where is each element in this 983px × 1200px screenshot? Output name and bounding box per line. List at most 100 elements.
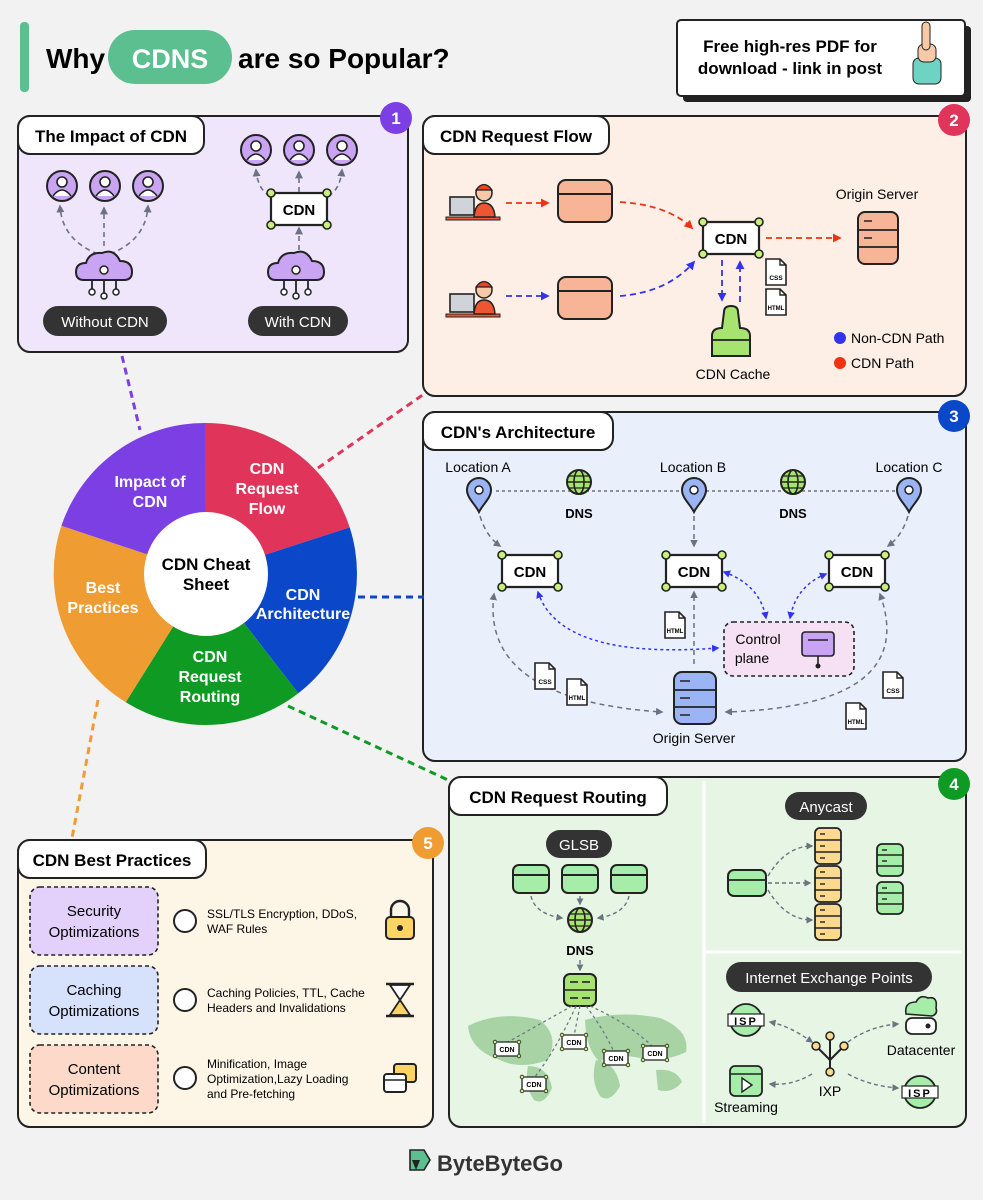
wheel-impact-line1: Impact of [114, 474, 186, 491]
ixp-hub-icon [811, 1031, 849, 1077]
badge-3 [938, 400, 970, 432]
panel-best-title-box [17, 839, 207, 879]
non-cdn-path-arrow [619, 260, 696, 297]
hourglass-icon [386, 982, 414, 1018]
server-icon [610, 864, 648, 894]
arch-arrow [489, 592, 664, 716]
bytebytego-logo-icon [409, 1149, 431, 1171]
user-icon [283, 134, 315, 166]
best-row-content-tag [29, 1044, 159, 1114]
pdf-note-line1: Free high-res PDF for [703, 37, 877, 56]
best-row-desc-1: Caching Policies, TTL, Cache [207, 986, 365, 1000]
wheel-routing-line1: CDN [193, 649, 228, 666]
control-plane-label-2: plane [735, 650, 769, 666]
css-file-label: CSS [769, 275, 783, 282]
ixp-title-pill [726, 962, 932, 992]
wheel-best-line2: Practices [67, 600, 138, 617]
best-row-radio [173, 909, 197, 933]
dns-globe-icon [780, 469, 806, 495]
best-row-radio [173, 988, 197, 1012]
location-c-label: Location C [876, 459, 943, 475]
panel-flow-title-box [422, 115, 610, 155]
title-pill [108, 30, 232, 84]
edge-server-icon [557, 276, 613, 320]
wheel-routing-line2: Request [178, 669, 242, 686]
lock-icon [385, 899, 415, 940]
wheel-arch-line2: Architecture [256, 606, 350, 623]
panel-routing-title: CDN Request Routing [469, 788, 647, 807]
cdn-node-label: CDN [283, 202, 316, 219]
wheel-center-line1: CDN Cheat [162, 555, 251, 574]
html-file-label: HTML [569, 696, 586, 702]
datacenter-label: Datacenter [887, 1042, 956, 1058]
connector-best-practices [70, 699, 100, 839]
best-row-label-1: Security [67, 903, 122, 920]
badge-3-number: 3 [949, 407, 958, 426]
html-file-label: HTML [768, 306, 785, 312]
wheel-segment-routing [125, 574, 299, 726]
ixp-title-label: Internet Exchange Points [745, 970, 913, 987]
isp-label: ISP [908, 1088, 932, 1100]
anycast-arrow [767, 842, 814, 877]
brand-name: ByteByteGo [437, 1151, 563, 1176]
cdn-path-arrow [619, 201, 694, 230]
with-cdn-label: With CDN [265, 314, 332, 331]
control-plane-link [722, 570, 769, 620]
css-file-label: CSS [886, 688, 900, 695]
cdn-cache-icon [711, 304, 751, 357]
legend-cdn-dot [834, 357, 846, 369]
header-accent-bar [20, 22, 29, 92]
connector-flow [317, 392, 425, 470]
edge-server-icon [557, 179, 613, 223]
cdn-small-label: CDN [608, 1056, 623, 1063]
control-plane-label-1: Control [735, 631, 780, 647]
cdn-small-label: CDN [566, 1040, 581, 1047]
panel-impact-title-box [17, 115, 205, 155]
cdn-cache-label: CDN Cache [696, 366, 771, 382]
badge-4 [938, 768, 970, 800]
database-icon [876, 881, 904, 915]
badge-4-number: 4 [949, 775, 959, 794]
panel-arch-title-box [422, 411, 614, 451]
user-icon [326, 134, 358, 166]
cdn-node-label: CDN [514, 564, 547, 581]
cdn-small-label: CDN [647, 1051, 662, 1058]
panel-impact-title: The Impact of CDN [35, 127, 187, 146]
connector-routing [287, 704, 449, 782]
routing-link [533, 1005, 577, 1079]
user-icon [46, 170, 78, 202]
wheel-flow-line3: Flow [249, 501, 286, 518]
best-row-label-2: Optimizations [49, 1003, 140, 1020]
best-row-caching-tag [29, 965, 159, 1035]
best-row-security-tag [29, 886, 159, 956]
legend-non-cdn-dot [834, 332, 846, 344]
pdf-note [676, 19, 966, 97]
legend-cdn-label: CDN Path [851, 355, 914, 371]
arch-arrow [479, 515, 502, 547]
glsb-pill [546, 830, 612, 858]
best-row-desc-1: SSL/TLS Encryption, DDoS, [207, 907, 357, 921]
wheel-center-line2: Sheet [183, 575, 230, 594]
connector-impact [120, 355, 142, 431]
routing-arrow [530, 895, 564, 921]
wheel-arch-line1: CDN [286, 587, 321, 604]
dns-label: DNS [779, 506, 807, 521]
location-a-label: Location A [445, 459, 511, 475]
location-b-label: Location B [660, 459, 726, 475]
wheel-flow-line2: Request [235, 481, 299, 498]
origin-server-label: Origin Server [653, 730, 736, 746]
anycast-label: Anycast [799, 799, 853, 816]
arch-arrow [724, 592, 888, 716]
routing-link [585, 1005, 615, 1053]
anycast-arrow [767, 889, 814, 924]
isp-label: ISP [734, 1016, 758, 1028]
best-row-label-1: Content [68, 1061, 121, 1078]
panel-arch-title: CDN's Architecture [441, 423, 596, 442]
origin-server-icon [673, 671, 717, 725]
best-row-desc-2: WAF Rules [207, 922, 267, 936]
title-suffix: are so Popular? [238, 43, 450, 74]
pdf-note-line2: download - link in post [698, 59, 882, 78]
title-prefix: Why [46, 43, 106, 74]
best-row-desc-3: and Pre-fetching [207, 1087, 295, 1101]
